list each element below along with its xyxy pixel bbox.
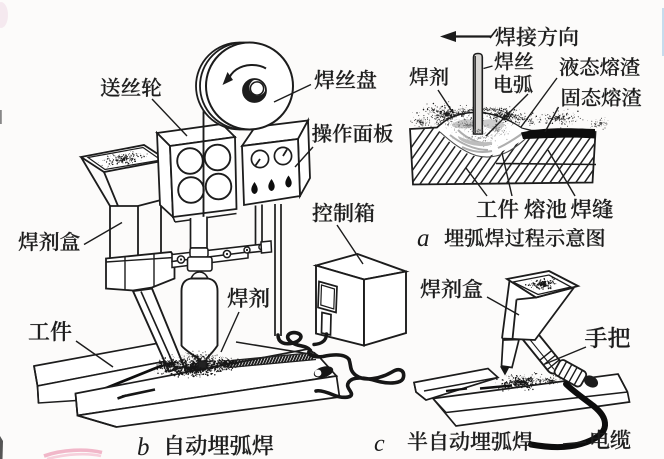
svg-text:a: a xyxy=(417,225,430,252)
svg-text:c: c xyxy=(374,431,385,457)
svg-text:b: b xyxy=(137,434,150,459)
